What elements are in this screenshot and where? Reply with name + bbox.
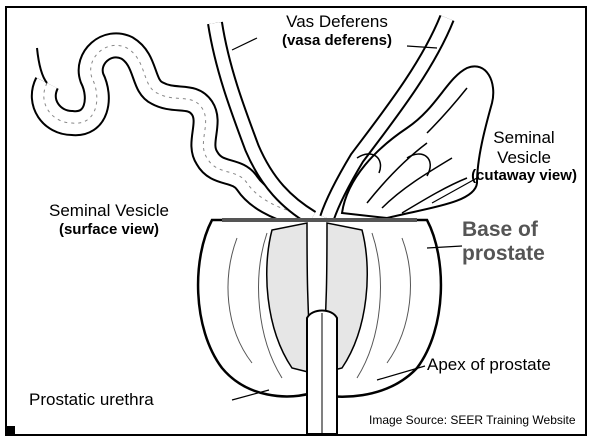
vas-deferens-subtitle: (vasa deferens) [257, 32, 417, 49]
urethra-shape [307, 311, 337, 435]
vas-deferens-label-group: Vas Deferens (vasa deferens) [257, 12, 417, 49]
seminal-vesicle-surface-note: (surface view) [9, 221, 209, 238]
base-of-prostate-line1: Base of [462, 218, 545, 242]
seminal-vesicle-cutaway-line1: Seminal [459, 128, 587, 148]
seminal-vesicle-surface-label: Seminal Vesicle (surface view) [9, 201, 209, 238]
vas-deferens-title: Vas Deferens [257, 12, 417, 32]
corner-mark [7, 426, 15, 434]
base-of-prostate-line2: prostate [462, 242, 545, 266]
seminal-vesicle-surface-shape [37, 45, 297, 213]
prostatic-urethra-label: Prostatic urethra [29, 390, 154, 410]
image-source-caption: Image Source: SEER Training Website [369, 414, 576, 428]
base-of-prostate-label: Base of prostate [462, 218, 545, 266]
seminal-vesicle-cutaway-line2: Vesicle [459, 148, 587, 168]
apex-of-prostate-label: Apex of prostate [427, 355, 551, 375]
seminal-vesicle-surface-title: Seminal Vesicle [9, 201, 209, 221]
seminal-vesicle-cutaway-note: (cutaway view) [459, 167, 587, 184]
seminal-vesicle-cutaway-label: Seminal Vesicle (cutaway view) [459, 128, 587, 184]
diagram-frame: Vas Deferens (vasa deferens) Seminal Ves… [5, 6, 587, 436]
